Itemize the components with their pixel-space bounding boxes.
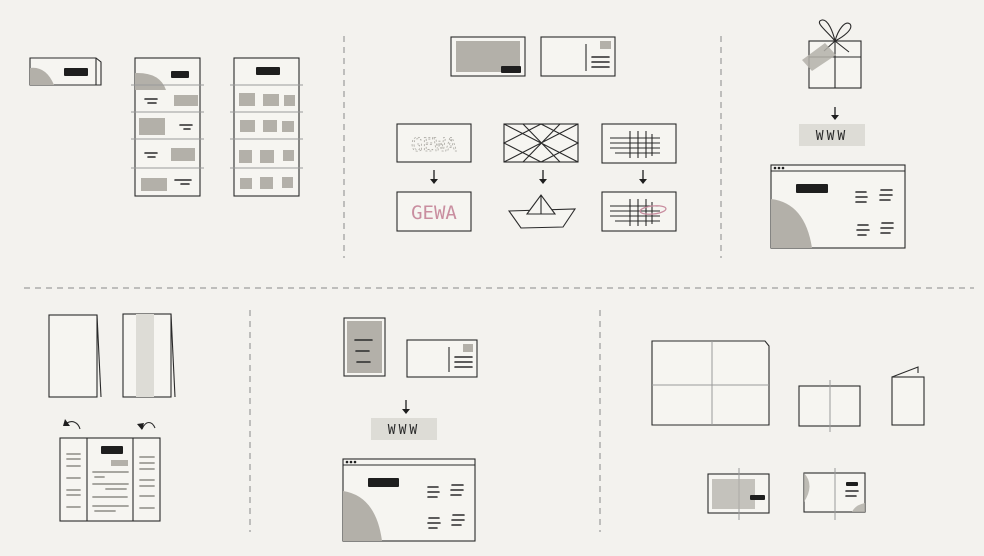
arrow-pattern xyxy=(639,170,647,184)
word-final: GEWA xyxy=(411,202,457,224)
www-badge-top: WWW xyxy=(799,124,865,146)
arrow-flyer xyxy=(402,400,410,414)
trifold-open xyxy=(59,437,161,522)
pattern-sketch-card xyxy=(601,123,677,164)
dl-card xyxy=(29,57,102,86)
card-open-text xyxy=(803,468,866,520)
section-rollups xyxy=(48,313,176,522)
section-postcards: GEWA GEWA xyxy=(396,36,677,232)
rotate-left-icon xyxy=(63,419,81,430)
arrow-lettering xyxy=(430,170,438,184)
folded-card-standing xyxy=(891,366,925,426)
flyer-dark xyxy=(343,317,386,377)
section-dividers xyxy=(24,36,974,532)
section-fold-formats xyxy=(651,340,925,520)
www-label-bottom: WWW xyxy=(388,423,420,438)
www-label-top: WWW xyxy=(816,129,848,144)
arrow-origami xyxy=(539,170,547,184)
browser-window-bottom xyxy=(342,458,476,542)
sheet-half-fold xyxy=(798,380,861,432)
www-badge-bottom: WWW xyxy=(371,418,437,440)
lettering-sketch-card: GEWA xyxy=(396,123,472,163)
section-flyer-web: WWW xyxy=(342,317,478,542)
section-gift-web: WWW xyxy=(770,19,906,249)
browser-window-top xyxy=(770,164,906,249)
zigzag-flyer xyxy=(131,57,204,197)
arrow-gift xyxy=(831,107,839,120)
lettering-final-card: GEWA xyxy=(396,191,472,232)
paper-boat-icon xyxy=(507,194,577,229)
highlight-circle xyxy=(639,205,667,215)
origami-sketch-card xyxy=(502,123,580,163)
postcard-back xyxy=(540,36,616,77)
postcard-front xyxy=(450,36,526,77)
section-folded-flyers xyxy=(29,57,303,197)
rotate-right-icon xyxy=(137,421,156,430)
gift-box-icon xyxy=(802,19,862,89)
postcard-back-small xyxy=(406,339,478,378)
sheet-cross-fold xyxy=(651,340,770,426)
card-open-photo xyxy=(707,468,770,520)
pattern-final-card xyxy=(601,191,677,232)
grid-flyer xyxy=(230,57,303,197)
rollup-striped xyxy=(122,313,176,398)
word-sketch: GEWA xyxy=(411,134,457,156)
rollup-blank xyxy=(48,314,102,398)
